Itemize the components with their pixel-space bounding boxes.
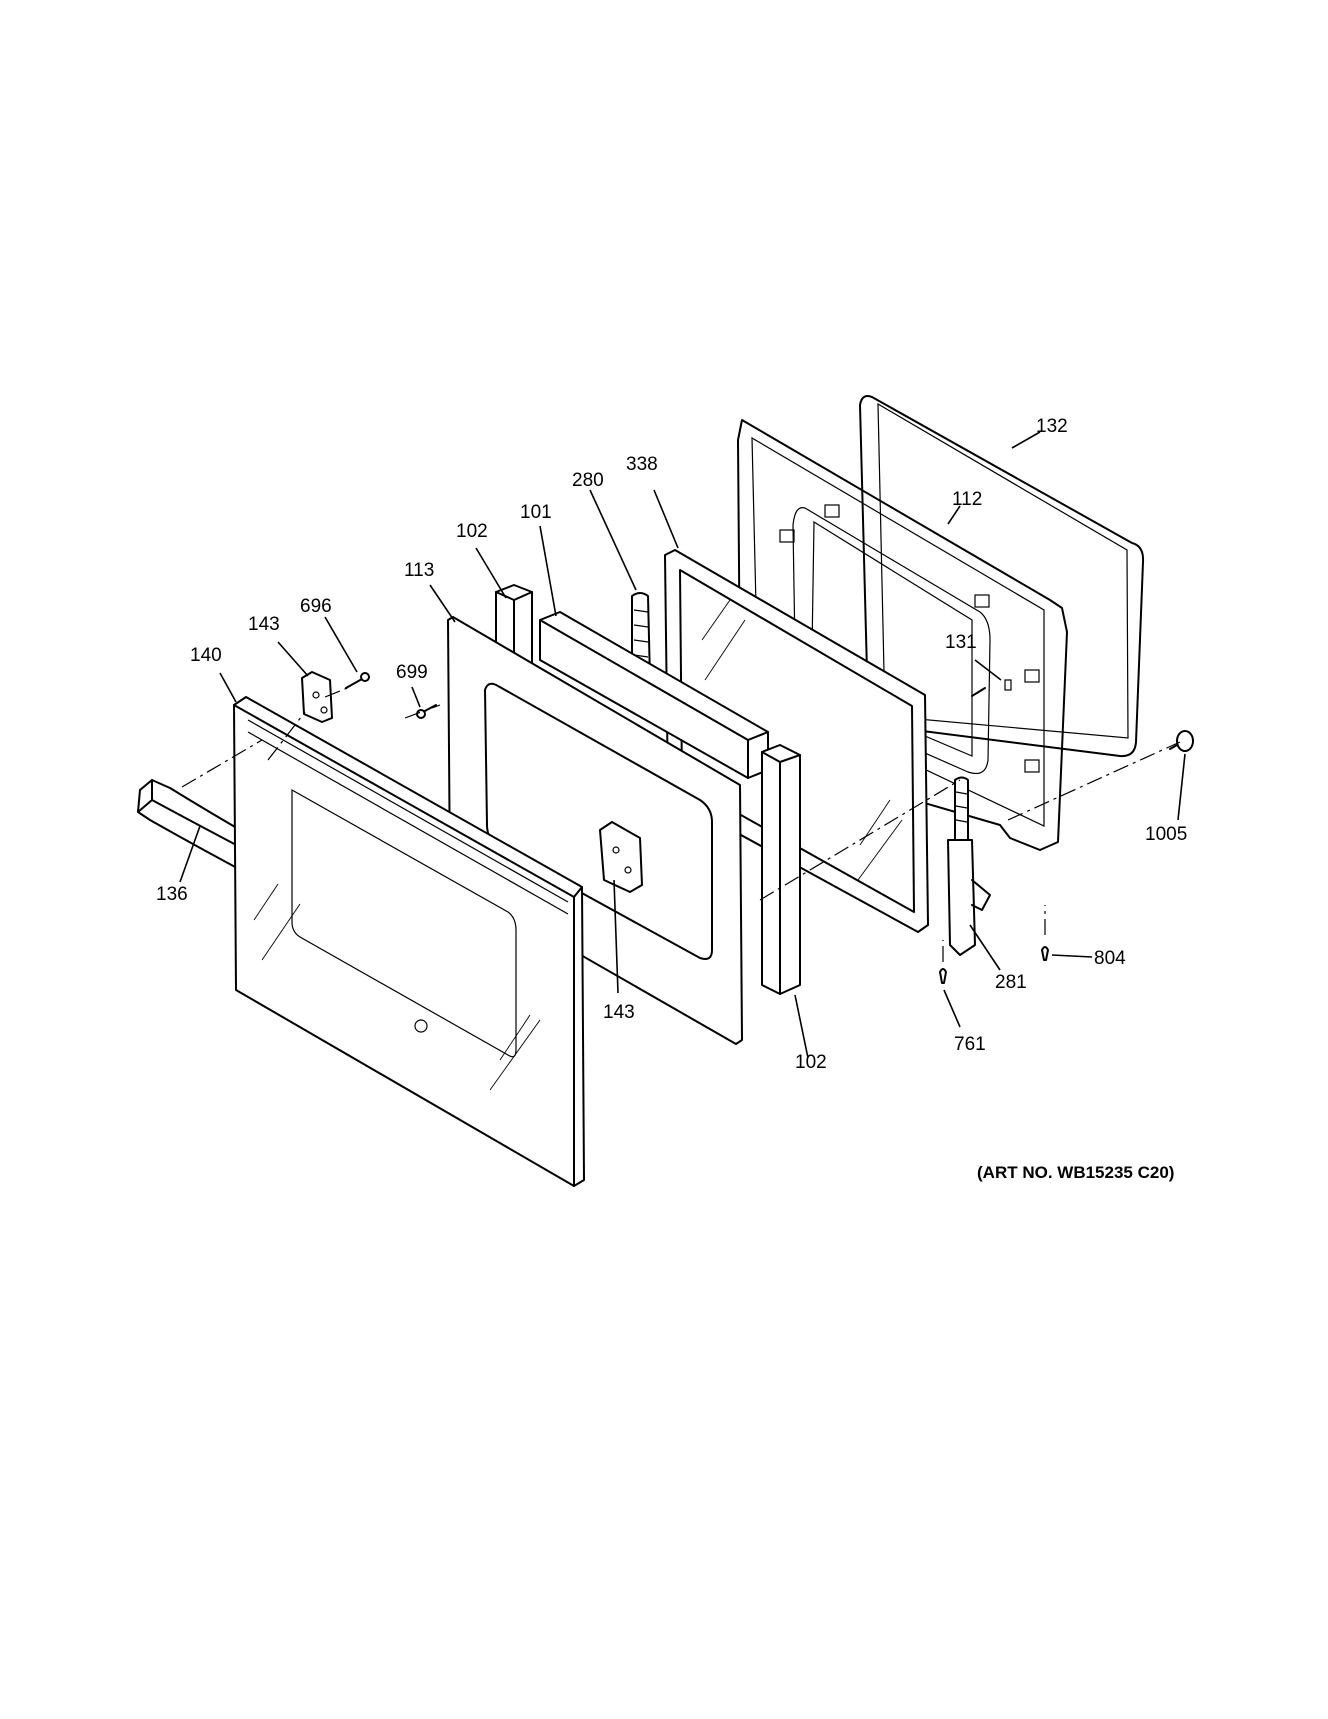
part-804-screw — [1041, 946, 1049, 961]
part-761-screw — [939, 968, 947, 984]
callout-1005: 1005 — [1145, 824, 1187, 845]
part-143-bracket-upper — [301, 671, 333, 723]
part-696-screw — [345, 672, 370, 689]
part-1005-screw — [1169, 730, 1194, 752]
callout-101: 101 — [520, 502, 552, 523]
callout-113: 113 — [404, 560, 434, 581]
art-number: (ART NO. WB15235 C20) — [977, 1163, 1174, 1182]
callout-102-upper: 102 — [456, 521, 488, 542]
callout-696: 696 — [300, 596, 332, 617]
callout-281: 281 — [995, 972, 1027, 993]
alignment-lines — [181, 686, 1181, 962]
callout-labels: 132 112 338 280 101 102 113 696 143 140 … — [156, 416, 1187, 1073]
callout-136: 136 — [156, 884, 188, 905]
callout-143-lower: 143 — [603, 1002, 635, 1023]
callout-112: 112 — [952, 489, 982, 510]
callout-338: 338 — [626, 454, 658, 475]
part-132-gasket — [859, 395, 1145, 758]
callout-804: 804 — [1094, 948, 1126, 969]
callout-280: 280 — [572, 470, 604, 491]
callout-140: 140 — [190, 645, 222, 666]
callout-102-lower: 102 — [795, 1052, 827, 1073]
callout-699: 699 — [396, 662, 428, 683]
part-143-bracket-lower — [599, 821, 643, 893]
callout-132: 132 — [1036, 416, 1068, 437]
part-102-insulation-right — [761, 744, 801, 995]
part-131-bracket — [971, 679, 1012, 697]
callout-131: 131 — [945, 632, 977, 653]
part-140-outer-door — [233, 696, 585, 1187]
part-281-hinge — [947, 776, 991, 956]
callout-143-upper: 143 — [248, 614, 280, 635]
callout-761: 761 — [954, 1034, 986, 1055]
leader-lines — [179, 431, 1186, 1059]
